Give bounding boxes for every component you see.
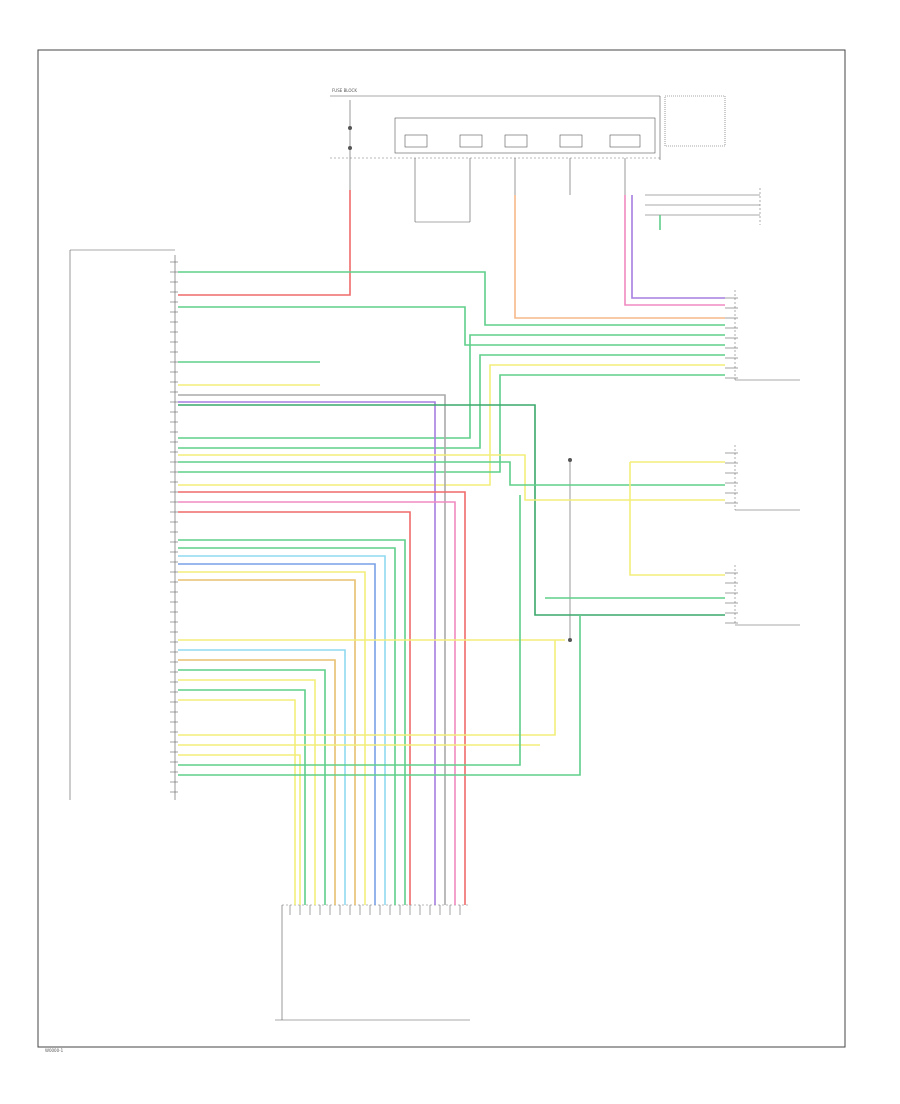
wire-lightblue-28	[178, 649, 346, 905]
wire-red-20	[178, 511, 411, 905]
wire-blue-24	[178, 563, 376, 905]
pin-rows	[170, 261, 738, 915]
wire-group	[178, 190, 725, 905]
wire-green-1	[178, 271, 725, 326]
wire-yellow-13	[178, 454, 725, 501]
pcm-connector	[69, 249, 176, 800]
relay-contacts	[404, 134, 641, 148]
wire-green-30	[178, 669, 326, 905]
wire-yellow-33	[178, 699, 296, 905]
bottom-connector	[275, 904, 470, 1021]
wire-orange-3	[514, 195, 725, 319]
wire-red-18	[178, 491, 466, 905]
top-fuse-block	[330, 95, 726, 223]
wire-yellow-15	[629, 462, 725, 576]
drop-lines	[414, 158, 626, 223]
wire-pink-4	[624, 195, 725, 306]
wire-darkgreen-12	[178, 404, 725, 616]
wire-green-22	[178, 547, 396, 905]
wire-green-32	[178, 689, 306, 905]
footer-code: W0000-1	[45, 1048, 64, 1053]
wire-pink-19	[178, 501, 456, 905]
wire-red-0	[178, 190, 351, 296]
wire-green-14	[178, 461, 725, 486]
wire-green-6	[178, 334, 725, 439]
wire-yellow-34	[178, 640, 556, 736]
splice-line	[568, 458, 572, 642]
wire-lightblue-23	[178, 555, 386, 905]
wire-yellow-31	[178, 679, 316, 905]
wire-green-37	[178, 495, 521, 766]
wire-green-9	[178, 374, 725, 473]
wire-yellow-8	[178, 364, 725, 486]
wire-green-38	[178, 615, 581, 776]
wire-tan-26	[178, 579, 356, 905]
wire-yellow-36	[178, 754, 301, 905]
wire-green-21	[178, 539, 406, 905]
wire-purple-5	[631, 195, 725, 299]
wire-purple-11	[178, 401, 436, 905]
wire-green-7	[178, 354, 725, 449]
wire-yellow-25	[178, 571, 366, 905]
range-sensor-block	[645, 188, 761, 230]
wire-tan-29	[178, 659, 336, 905]
diagram-border	[37, 49, 846, 1048]
fuse-block-title: FUSE BLOCK	[332, 88, 357, 93]
wire-green-2	[178, 306, 725, 346]
right-connectors	[734, 290, 800, 626]
